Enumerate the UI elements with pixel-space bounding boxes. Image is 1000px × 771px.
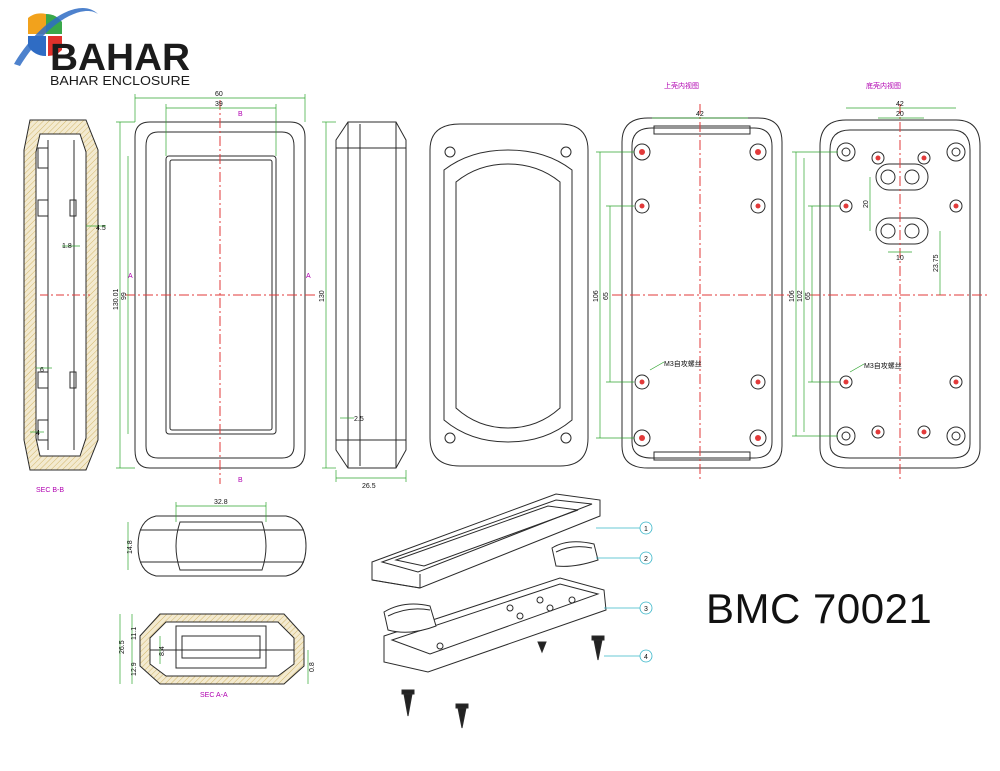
dim-bottom-inner: 20 [896,111,904,118]
dim-top-h2: 65 [603,292,610,300]
part-end-cap-left [383,603,437,633]
dim-bottom-v3: 65 [805,292,812,300]
callout-3: 3 [644,606,648,613]
caption-bottom-inner: 底壳内视图 [866,81,901,90]
dim-bottom-hole-gap: 10 [896,255,904,262]
section-mark-b-bottom: B [238,477,243,484]
brand-logo: BAHAR BAHAR ENCLOSURE [14,7,190,88]
dim-secaa-upper: 11.1 [131,627,138,640]
side-view [335,121,407,469]
dim-secbb-rib: 1.8 [62,243,72,250]
callout-1: 1 [644,526,648,533]
top-inner-bosses [633,143,767,447]
part-bottom-shell [383,577,607,673]
screw-icon [455,703,469,729]
sec-aa-dimensions [119,614,309,684]
screw-icon [537,641,547,654]
dim-secaa-wall: 0.8 [309,662,316,672]
part-top-shell [371,493,601,589]
callout-2: 2 [644,556,648,563]
dim-secbb-wall: 4.5 [96,225,106,232]
exploded-view [371,493,607,729]
dim-front-inner-width: 39 [215,101,223,108]
brand-tagline: BAHAR ENCLOSURE [50,73,190,88]
end-dimensions [127,502,267,570]
dim-end-window: 32.8 [214,499,228,506]
dim-front-width: 60 [215,91,223,98]
label-top-screw: M3自攻螺丝 [664,359,702,368]
dim-secbb-step2: 4 [36,430,40,437]
bottom-inner-bosses [836,142,966,446]
dim-secaa-total: 26.5 [119,640,126,654]
caption-sec-aa: SEC A-A [200,692,228,699]
section-mark-a-left: A [128,273,133,280]
brand-name: BAHAR [50,37,190,79]
front-dimensions [116,94,306,469]
part-end-cap-right [551,541,599,567]
dim-secaa-lower: 12.9 [131,662,138,676]
section-mark-a-right: A [306,273,311,280]
dim-top-width: 42 [696,111,704,118]
section-aa-view [139,613,305,685]
dim-bottom-offset: 23.75 [933,254,940,272]
bottom-inner-view [810,104,990,480]
end-view [137,515,307,577]
label-bottom-screw: M3自攻螺丝 [864,361,902,370]
caption-top-inner: 上壳内视图 [664,81,699,90]
caption-sec-bb: SEC B-B [36,487,64,494]
model-number: BMC 70021 [706,585,933,632]
dim-side-height: 130 [319,290,326,302]
dim-bottom-v2: 102 [797,290,804,302]
dim-side-lip: 2.5 [354,416,364,423]
dim-bottom-v1: 106 [789,290,796,302]
section-bb-view [23,119,106,471]
back-view [429,123,589,467]
dim-bottom-width: 42 [896,101,904,108]
section-mark-b-top: B [238,111,243,118]
dim-side-depth: 26.5 [362,483,376,490]
dim-front-inner-height: 99 [121,292,128,300]
dim-top-h1: 106 [593,290,600,302]
dim-front-height: 130.01 [113,288,120,310]
bottom-inner-dimensions [792,107,956,437]
side-dimensions [322,121,407,482]
callout-4: 4 [644,654,648,661]
dim-secaa-inner: 8.4 [159,646,166,656]
dim-secbb-step1: 6 [40,367,44,374]
top-inner-dimensions [596,117,748,439]
front-view [125,100,316,484]
top-inner-view [612,104,790,480]
callouts [596,521,653,663]
screw-icon [401,689,415,717]
logo-mark-icon [14,7,98,66]
dim-bottom-boss-gap: 20 [863,200,870,208]
dim-end-height: 14.8 [127,540,134,554]
screw-icon [591,635,605,661]
